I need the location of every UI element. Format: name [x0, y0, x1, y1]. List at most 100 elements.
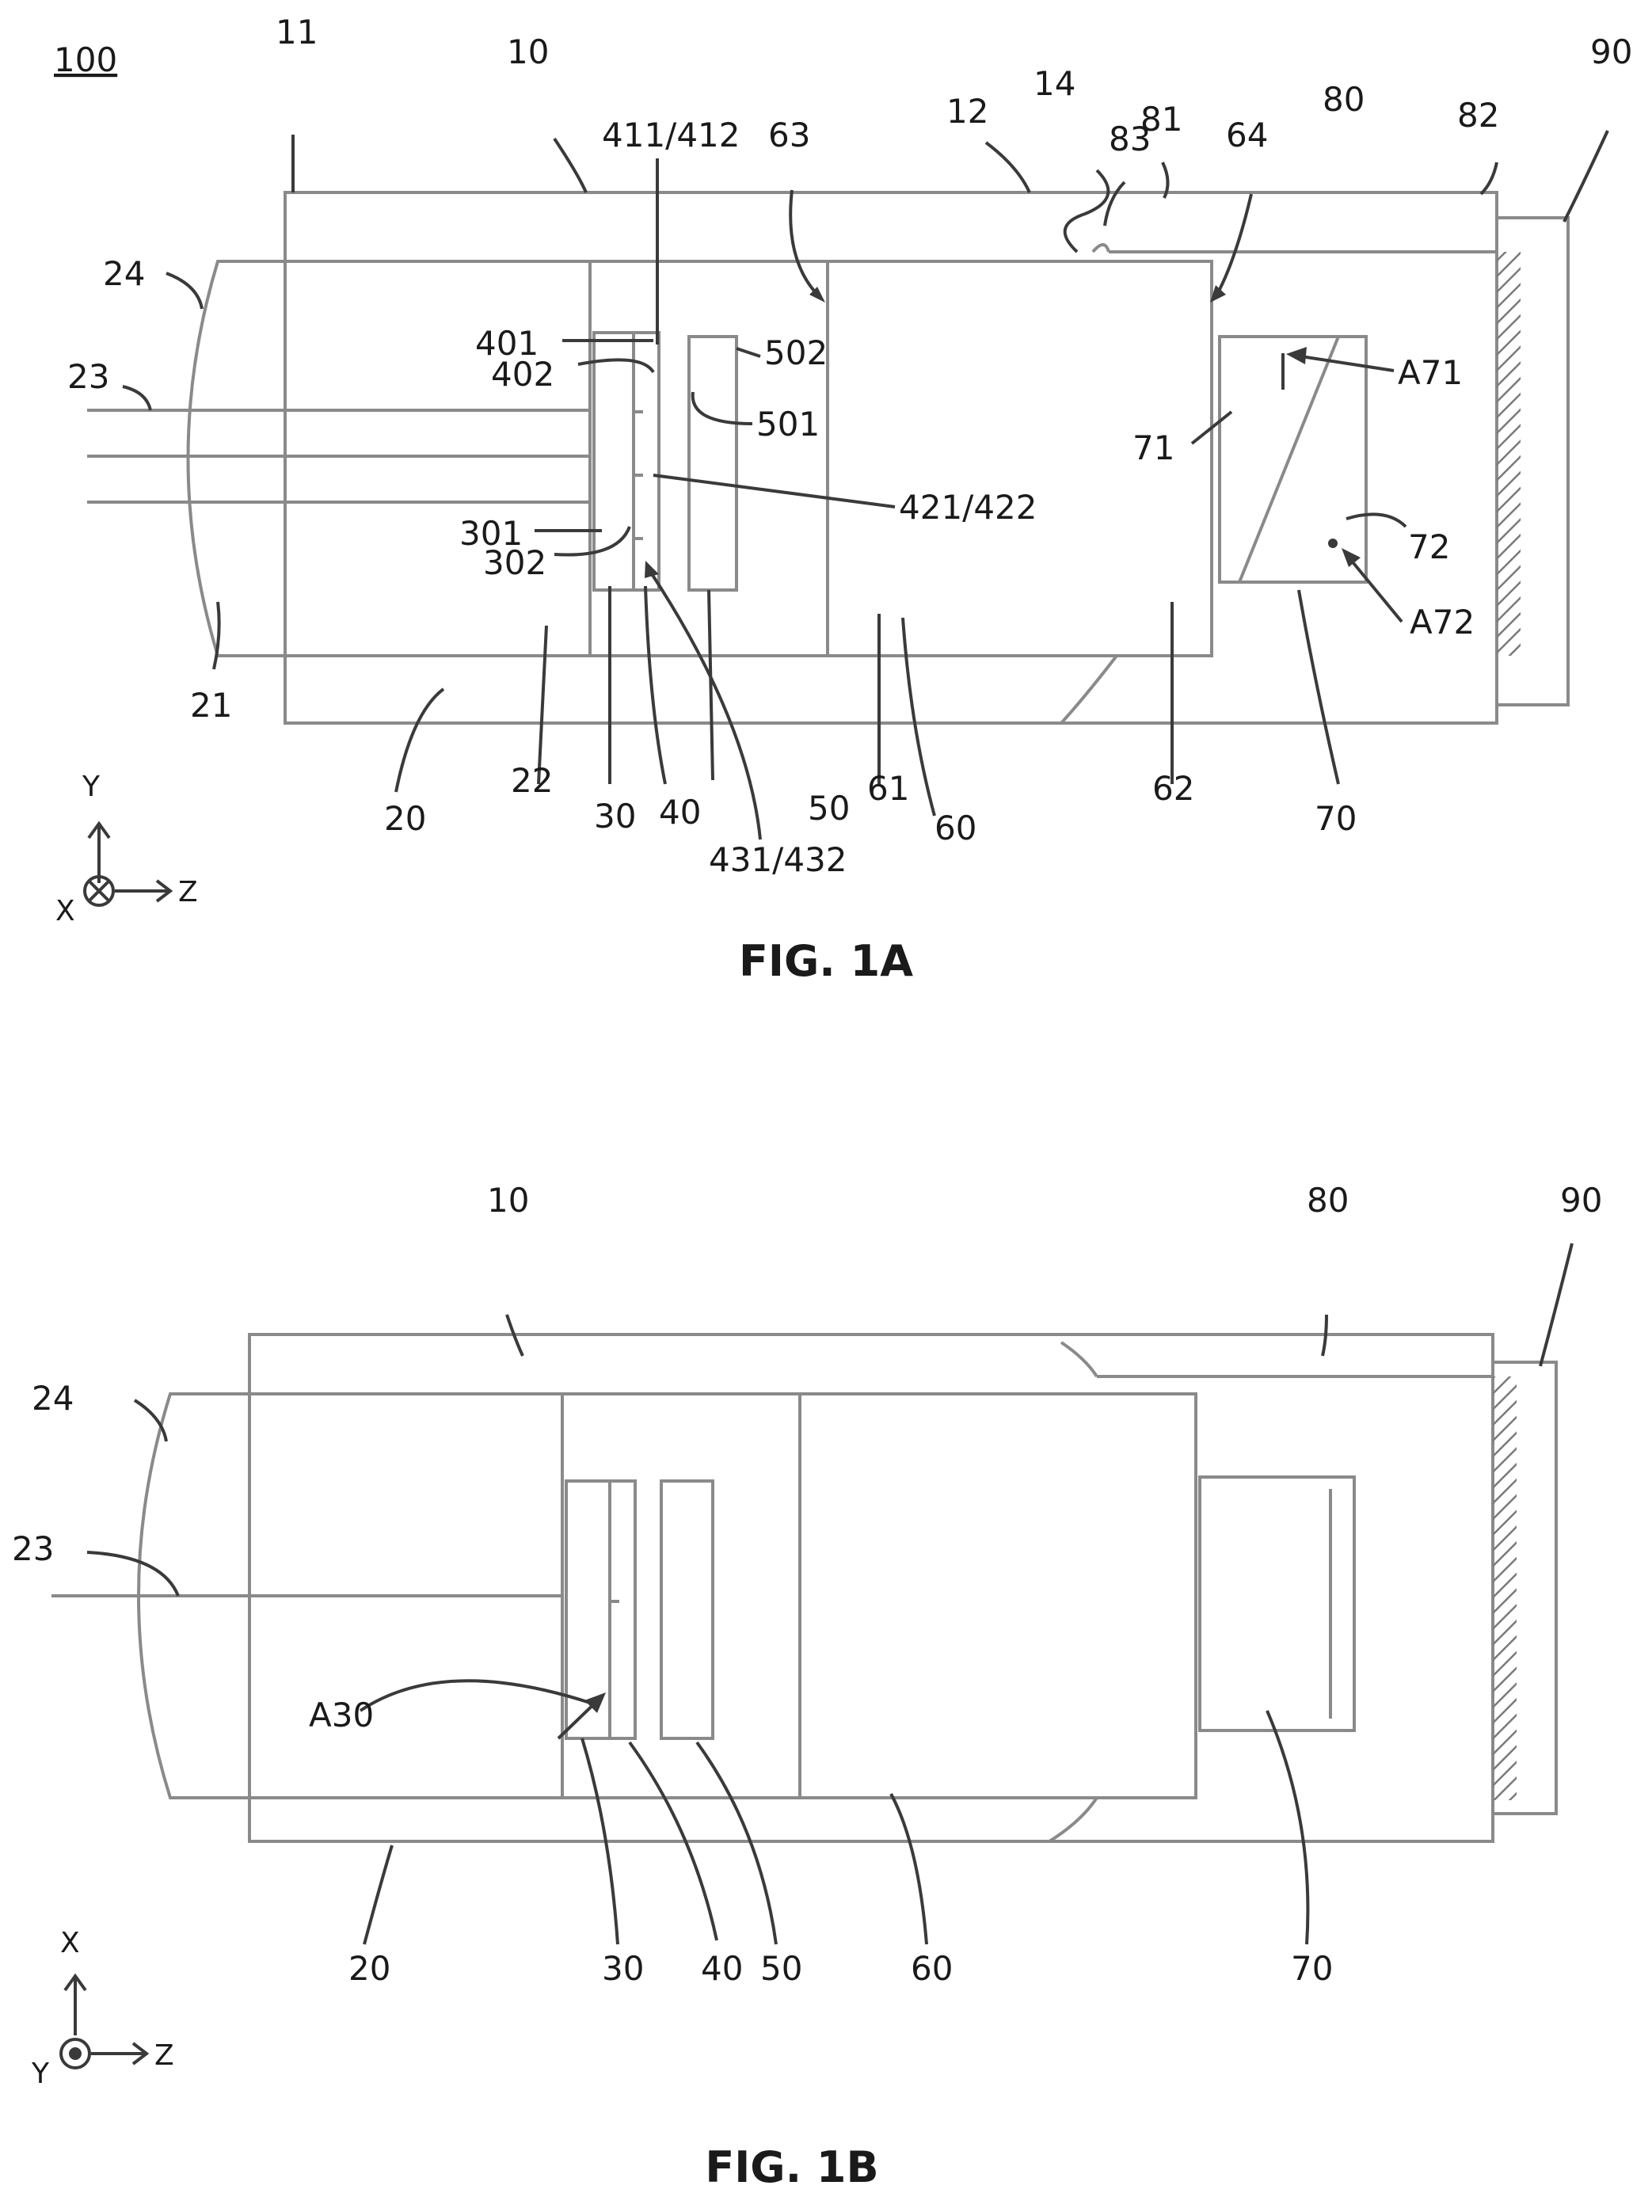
axes-1a: Y Z X	[55, 771, 198, 927]
label-62: 62	[1152, 769, 1194, 808]
polarization-A72-dot	[1328, 539, 1338, 548]
leader-502	[737, 348, 760, 356]
leader-82	[1481, 162, 1497, 194]
axis-1b-out-dot	[69, 2047, 82, 2060]
housing-step-curve-top	[1093, 245, 1109, 252]
leader-10	[554, 139, 586, 192]
axis-1a-label-x: X	[55, 895, 75, 927]
leader-b-20	[364, 1845, 392, 1944]
caption-fig-1a: FIG. 1A	[739, 936, 913, 986]
end-plate-90	[1497, 252, 1521, 656]
leader-A72	[1346, 554, 1402, 622]
label-302: 302	[483, 543, 546, 582]
crystal-60-b	[800, 1394, 1196, 1798]
arrowhead-431	[645, 561, 659, 578]
label-431: 431/432	[709, 840, 847, 879]
leader-70	[1299, 590, 1338, 784]
leader-23	[123, 386, 150, 410]
leader-20	[396, 689, 443, 792]
leader-64	[1216, 194, 1251, 297]
label-b-24: 24	[32, 1379, 74, 1418]
axis-1b-label-z: Z	[154, 2039, 174, 2072]
leader-90	[1564, 131, 1608, 222]
leader-b-60	[891, 1794, 927, 1944]
housing-step-curve-bottom	[1061, 656, 1117, 723]
label-b-10: 10	[487, 1181, 529, 1220]
axis-1a-label-z: Z	[178, 876, 198, 908]
element-50-b	[661, 1481, 713, 1738]
label-14: 14	[1033, 64, 1075, 103]
leader-14	[1065, 170, 1109, 252]
leader-b-70	[1267, 1711, 1308, 1944]
caption-fig-1b: FIG. 1B	[705, 2142, 878, 2192]
label-b-20: 20	[348, 1949, 390, 1988]
leader-40	[645, 586, 665, 784]
leader-50	[709, 590, 713, 780]
prism-70	[1220, 337, 1366, 582]
label-501: 501	[756, 405, 820, 444]
label-A72: A72	[1410, 603, 1475, 642]
label-b-90: 90	[1560, 1181, 1602, 1220]
label-12: 12	[946, 92, 988, 131]
label-72: 72	[1408, 527, 1450, 566]
label-64: 64	[1226, 116, 1268, 154]
label-20: 20	[384, 799, 426, 838]
housing-step-curve-top-b	[1061, 1342, 1097, 1376]
axis-1a-label-y: Y	[82, 771, 101, 803]
label-50: 50	[808, 789, 850, 828]
label-A71: A71	[1398, 353, 1463, 392]
label-b-80: 80	[1307, 1181, 1349, 1220]
label-80: 80	[1323, 80, 1365, 119]
label-63: 63	[768, 116, 810, 154]
leader-21	[214, 602, 219, 669]
label-82: 82	[1457, 96, 1499, 135]
label-30: 30	[594, 797, 636, 836]
leader-b-23	[87, 1552, 178, 1596]
label-b-A30: A30	[309, 1696, 374, 1734]
arrowhead-A72	[1342, 548, 1361, 567]
label-71: 71	[1132, 428, 1174, 467]
fig-1b: 10 80 90 24 23 A30 20 30 40 50 60 70 X Z…	[12, 1181, 1602, 2192]
label-21: 21	[190, 686, 232, 725]
axis-1b-label-x: X	[60, 1927, 80, 1959]
label-61: 61	[867, 769, 909, 808]
label-b-70: 70	[1291, 1949, 1333, 1988]
label-502: 502	[764, 333, 828, 372]
leader-b-90	[1540, 1243, 1572, 1366]
label-b-50: 50	[760, 1949, 802, 1988]
fig-1a: 100 11 10 12 14 83 81 80 82 90 64 63 411…	[54, 13, 1632, 986]
label-b-60: 60	[911, 1949, 953, 1988]
axes-1b: X Z Y	[31, 1927, 174, 2090]
label-402: 402	[491, 355, 554, 394]
housing-step-curve-bottom-b	[1049, 1798, 1097, 1841]
label-90: 90	[1590, 32, 1632, 71]
label-40: 40	[659, 793, 701, 832]
leader-501	[693, 392, 752, 424]
leader-24	[166, 273, 202, 309]
label-23: 23	[67, 357, 109, 396]
element-40	[634, 333, 659, 590]
label-60: 60	[934, 809, 976, 847]
prism-70-diagonal	[1239, 337, 1338, 582]
label-b-30: 30	[602, 1949, 644, 1988]
element-40-b	[610, 1481, 635, 1738]
label-24: 24	[103, 254, 145, 293]
label-411: 411/412	[602, 116, 740, 154]
leader-72	[1346, 514, 1406, 527]
leader-22	[539, 626, 546, 784]
leader-A71	[1291, 355, 1394, 371]
label-70: 70	[1315, 799, 1357, 838]
label-11: 11	[276, 13, 318, 51]
axis-1b-label-y: Y	[31, 2058, 50, 2090]
arrowhead-A71	[1286, 347, 1307, 364]
leader-b-A30	[360, 1681, 590, 1711]
fiber-bundle-20	[188, 261, 591, 656]
end-plate-90-b	[1493, 1376, 1517, 1800]
label-100: 100	[54, 40, 117, 79]
label-22: 22	[511, 761, 553, 800]
element-50	[689, 337, 737, 590]
label-b-23: 23	[12, 1529, 54, 1568]
leader-63	[790, 190, 820, 297]
housing-10-b	[249, 1334, 1493, 1841]
